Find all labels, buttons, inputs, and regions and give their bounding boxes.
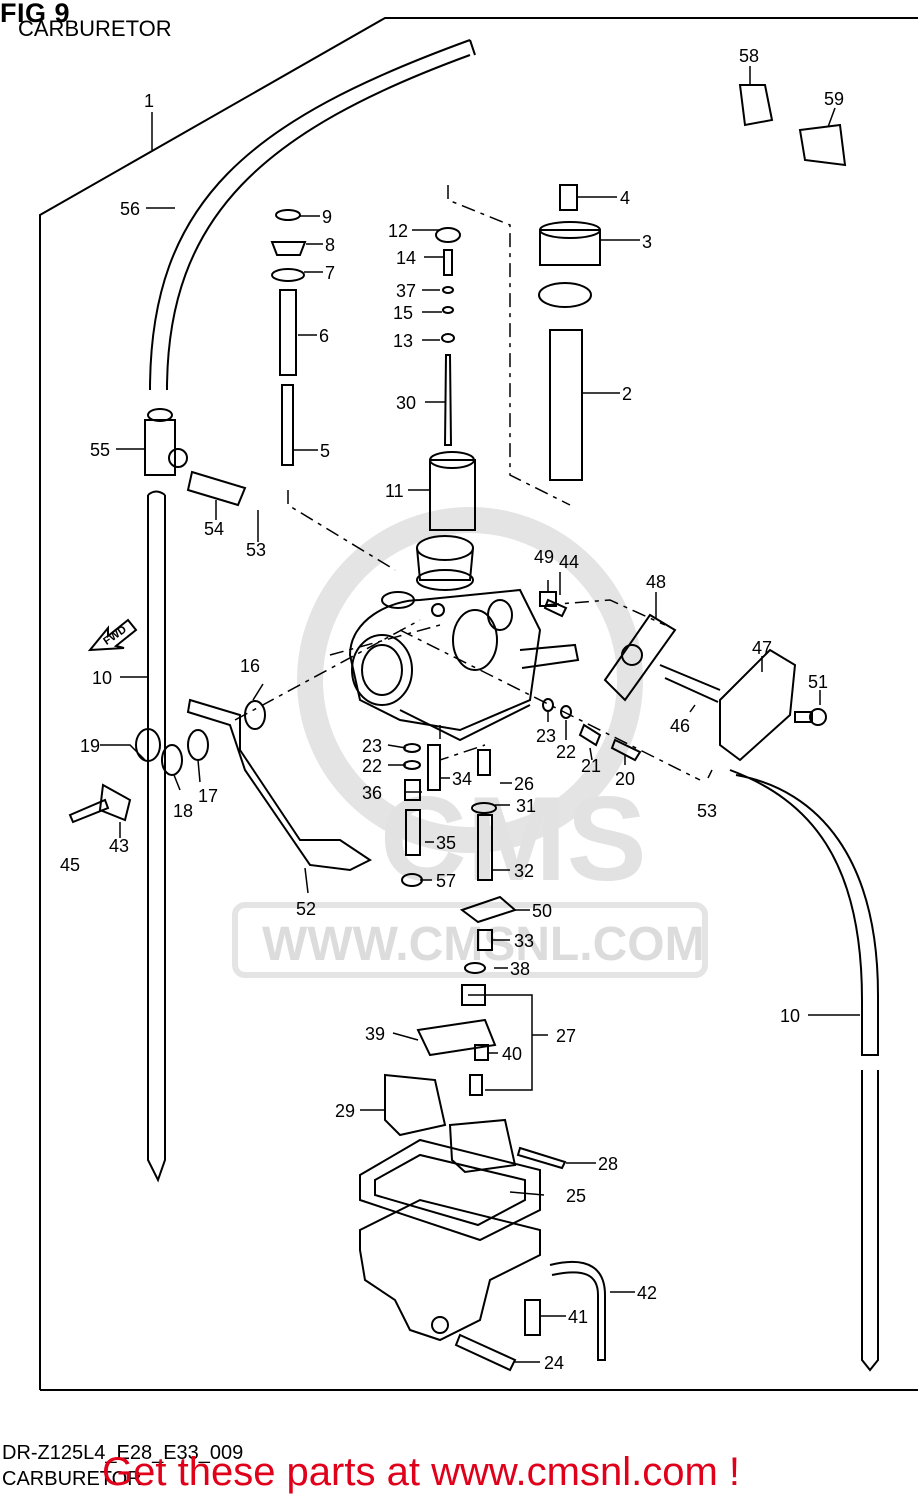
callout: 32 <box>514 861 534 881</box>
watermark-brand: CMS <box>380 772 647 906</box>
callout: 19 <box>80 736 100 756</box>
callout: 10 <box>780 1006 800 1026</box>
callout: 45 <box>60 855 80 875</box>
callout: 16 <box>240 656 260 676</box>
callout: 42 <box>637 1283 657 1303</box>
callout: 12 <box>388 221 408 241</box>
watermark-url: WWW.CMSNL.COM <box>262 918 705 971</box>
callout: 50 <box>532 901 552 921</box>
callout: 23 <box>536 726 556 746</box>
callout: 17 <box>198 786 218 806</box>
callout: 13 <box>393 331 413 351</box>
callout: 9 <box>322 207 332 227</box>
callout: 53 <box>697 801 717 821</box>
callout: 40 <box>502 1044 522 1064</box>
callout: 27 <box>556 1026 576 1046</box>
model-code: DR-Z125L4_E28_E33_009 <box>2 1442 244 1464</box>
callout: 30 <box>396 393 416 413</box>
promo-link[interactable]: Get these parts at www.cmsnl.com ! <box>102 1450 740 1494</box>
callout: 39 <box>365 1024 385 1044</box>
callout: 20 <box>615 769 635 789</box>
callout: 24 <box>544 1353 564 1373</box>
callout: 55 <box>90 440 110 460</box>
hoses <box>147 39 879 1372</box>
callout: 43 <box>109 836 129 856</box>
callout: 1 <box>144 91 154 111</box>
callout: 34 <box>452 769 472 789</box>
leader-lines <box>100 66 860 1363</box>
callout: 57 <box>436 871 456 891</box>
callout: 29 <box>335 1101 355 1121</box>
callout: 11 <box>385 481 404 501</box>
callout: 23 <box>362 736 382 756</box>
callout: 58 <box>739 46 759 66</box>
parts <box>68 84 847 1372</box>
callout: 38 <box>510 959 530 979</box>
callout: 8 <box>325 235 335 255</box>
forward-arrow: FWD <box>87 618 138 652</box>
callout: 14 <box>396 248 416 268</box>
callout: 54 <box>204 519 224 539</box>
callout: 6 <box>319 326 329 346</box>
callout: 28 <box>598 1154 618 1174</box>
callout: 22 <box>556 742 576 762</box>
assembly-lines <box>234 185 701 781</box>
float-bowl <box>359 1018 541 1342</box>
callout: 44 <box>559 552 579 572</box>
callout: 51 <box>808 672 828 692</box>
callout: 3 <box>642 232 652 252</box>
callout: 52 <box>296 899 316 919</box>
callout: 7 <box>325 263 335 283</box>
callout: 48 <box>646 572 666 592</box>
callout: 31 <box>516 796 536 816</box>
footer-title: CARBURETOR <box>2 1468 142 1490</box>
callout: 59 <box>824 89 844 109</box>
callout: 2 <box>622 384 632 404</box>
callout: 25 <box>566 1186 586 1206</box>
callout: 15 <box>393 303 413 323</box>
callout: 56 <box>120 199 140 219</box>
callout: 35 <box>436 833 456 853</box>
watermark: CMS WWW.CMSNL.COM <box>232 507 708 978</box>
callout: 36 <box>362 783 382 803</box>
callout-numbers: 1 2 3 4 5 6 7 8 9 10 10 11 12 13 14 15 1… <box>60 46 844 1373</box>
callout: 49 <box>534 547 554 567</box>
callout: 10 <box>92 668 112 688</box>
callout: 5 <box>320 441 330 461</box>
callout: 46 <box>670 716 690 736</box>
carburetor-body <box>348 535 580 742</box>
callout: 26 <box>514 774 534 794</box>
figure-title: CARBURETOR <box>18 16 172 41</box>
diagram-frame <box>39 17 918 1391</box>
callout: 18 <box>173 801 193 821</box>
callout: 47 <box>752 638 772 658</box>
callout: 37 <box>396 281 416 301</box>
callout: 22 <box>362 756 382 776</box>
callout: 4 <box>620 188 630 208</box>
callout: 33 <box>514 931 534 951</box>
callout: 53 <box>246 540 266 560</box>
callout: 21 <box>581 756 601 776</box>
callout: 41 <box>568 1307 588 1327</box>
figure-label: FIG 9 <box>0 0 71 28</box>
